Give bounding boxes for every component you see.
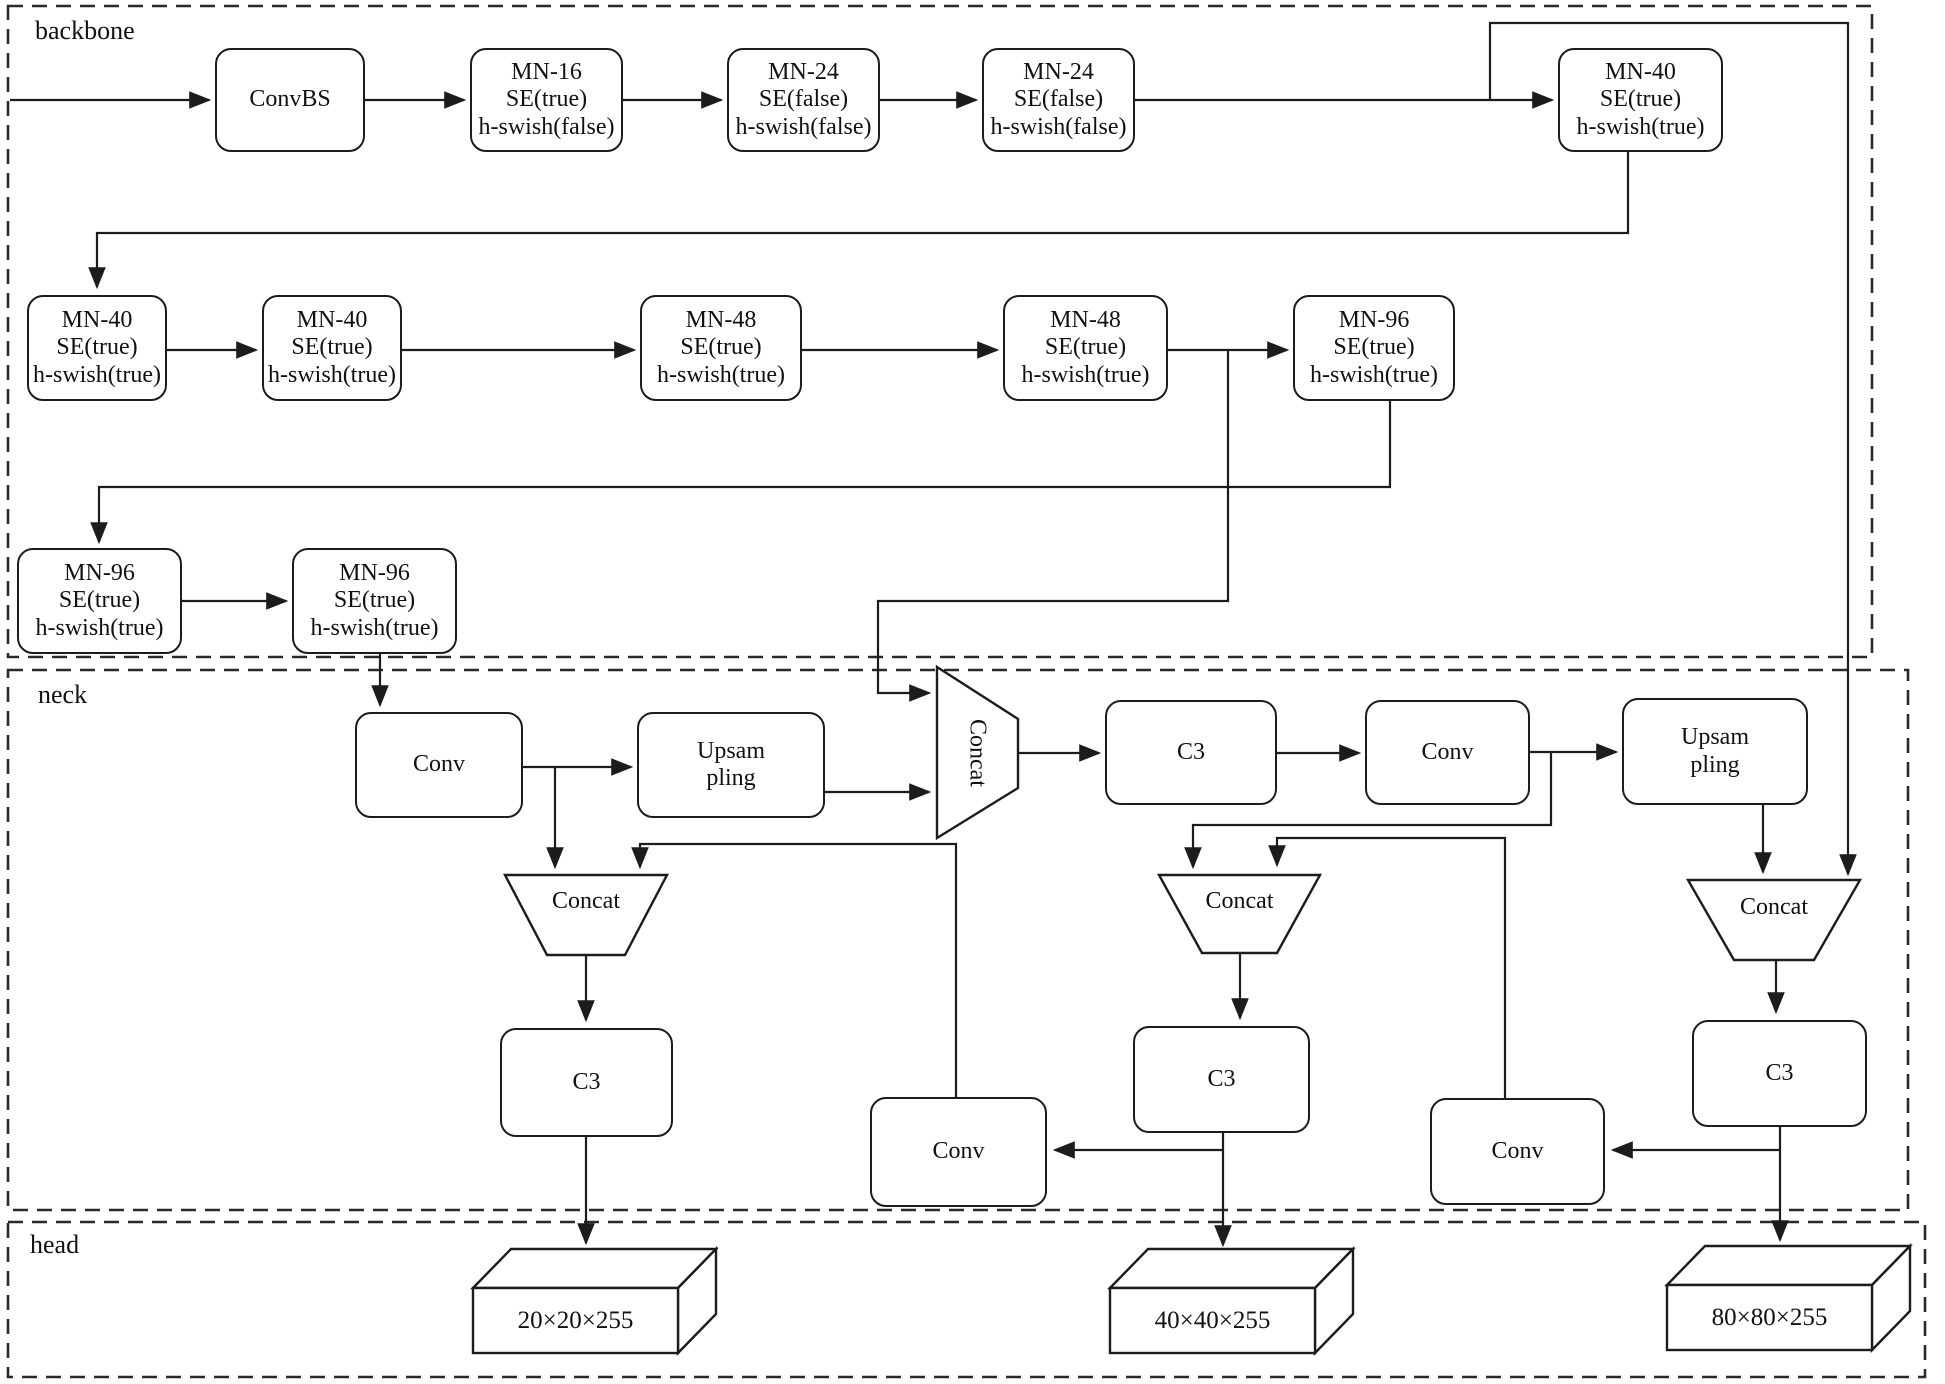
node-mn96-r3b: MN-96 SE(true) h-swish(true)	[292, 548, 457, 654]
node-c3-p4: C3	[1133, 1026, 1310, 1133]
node-c3-top: C3	[1105, 700, 1277, 805]
node-mn16: MN-16 SE(true) h-swish(false)	[470, 48, 623, 152]
node-convbs: ConvBS	[215, 48, 365, 152]
concat-merge-label: Concat	[964, 719, 991, 787]
concat-p5-trapezoid	[503, 873, 669, 957]
node-c3-p5: C3	[500, 1028, 673, 1137]
head-box-40x40	[1107, 1246, 1356, 1356]
node-conv-down-right: Conv	[1430, 1098, 1605, 1205]
node-mn48-a: MN-48 SE(true) h-swish(true)	[640, 295, 802, 401]
head-output-80-label: 80×80×255	[1711, 1303, 1828, 1331]
edge-p4-skip-to-concat-merge	[876, 350, 1230, 702]
edge-convdown-right-concat-p4	[1268, 836, 1507, 1098]
node-mn96-r2: MN-96 SE(true) h-swish(true)	[1293, 295, 1455, 401]
node-conv-down-mid: Conv	[870, 1097, 1047, 1207]
concat-p3-trapezoid	[1685, 878, 1863, 962]
head-region-border	[6, 1220, 1927, 1379]
neck-section-label: neck	[38, 680, 88, 709]
neck-region-border	[6, 668, 1910, 1212]
head-section-label: head	[30, 1230, 80, 1259]
node-mn24-a: MN-24 SE(false) h-swish(false)	[727, 48, 880, 152]
backbone-region-border	[6, 4, 1874, 659]
edge-p3-skip-to-concat-right	[1488, 21, 1857, 877]
concat-merge-trapezoid	[935, 664, 1020, 841]
head-output-20-label: 20×20×255	[517, 1306, 634, 1334]
node-mn40-r2b: MN-40 SE(true) h-swish(true)	[262, 295, 402, 401]
node-mn96-r3a: MN-96 SE(true) h-swish(true)	[17, 548, 182, 654]
node-c3-p3: C3	[1692, 1020, 1867, 1127]
node-mn24-b: MN-24 SE(false) h-swish(false)	[982, 48, 1135, 152]
head-box-20x20	[470, 1246, 719, 1356]
node-mn40-r2a: MN-40 SE(true) h-swish(true)	[27, 295, 167, 401]
node-mn40-r1: MN-40 SE(true) h-swish(true)	[1558, 48, 1723, 152]
edge-conv2-branch-concat-p4	[1184, 752, 1553, 870]
edge-convdown-mid-concat-p5	[631, 842, 958, 1097]
head-box-80x80	[1664, 1243, 1913, 1353]
node-conv1: Conv	[355, 712, 523, 818]
node-mn48-b: MN-48 SE(true) h-swish(true)	[1003, 295, 1168, 401]
edge-wrap-row1-row2	[88, 152, 1630, 290]
concat-p3-label: Concat	[1740, 893, 1808, 920]
backbone-section-label: backbone	[35, 16, 135, 45]
head-output-40-label: 40×40×255	[1154, 1306, 1271, 1334]
node-conv2: Conv	[1365, 700, 1530, 805]
node-upsampling1: Upsam pling	[637, 712, 825, 818]
node-upsampling2: Upsam pling	[1622, 698, 1808, 805]
concat-p4-trapezoid	[1156, 873, 1323, 955]
concat-p4-label: Concat	[1205, 887, 1274, 914]
edge-wrap-row2-row3	[90, 401, 1392, 545]
concat-p5-label: Concat	[552, 887, 620, 914]
